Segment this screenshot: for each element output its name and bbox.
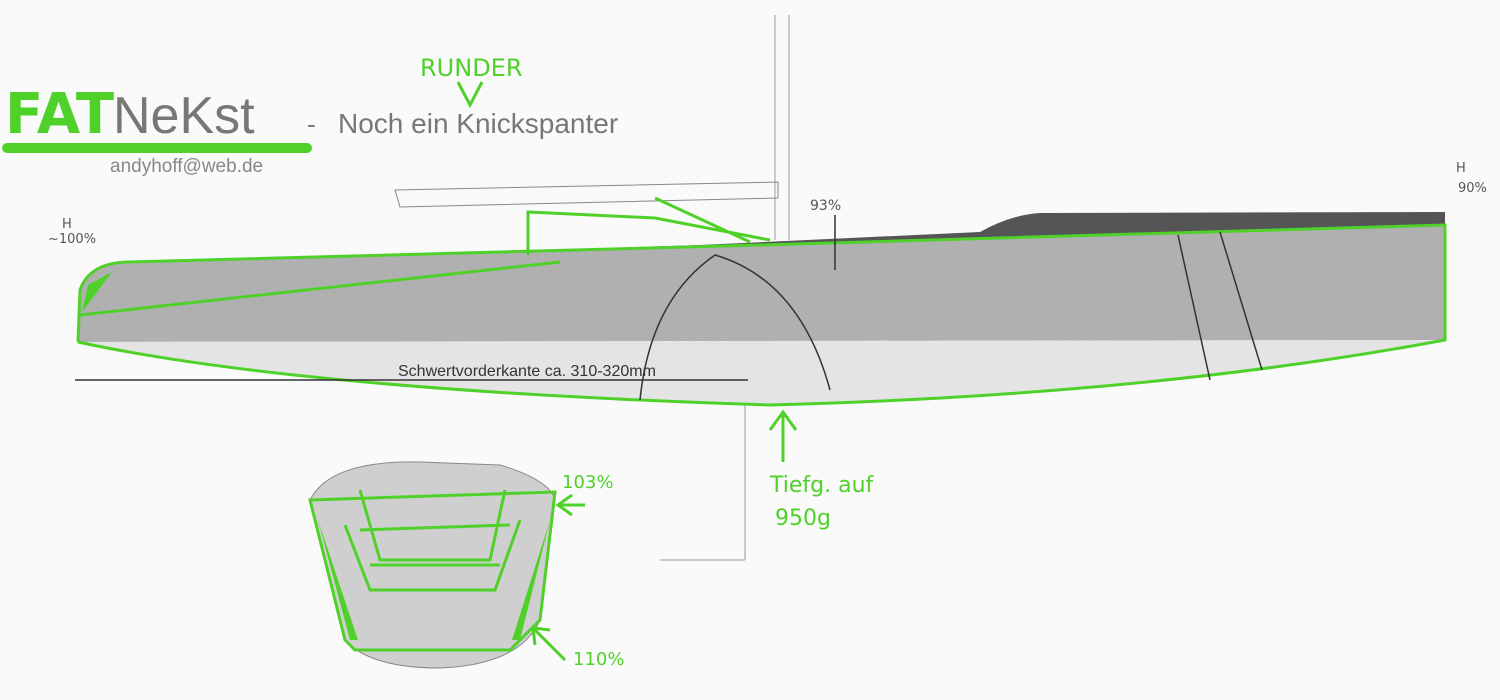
section-top-note: 103%: [562, 472, 613, 493]
section-view: [308, 461, 585, 669]
draft-note-line2: 950g: [775, 506, 831, 531]
deck: [100, 212, 1445, 265]
draft-note-line1: Tiefg. auf: [769, 473, 875, 498]
correction-caret: [456, 81, 484, 109]
bow-height-label: H: [62, 217, 72, 232]
chine-line: [79, 260, 561, 317]
bow-fill: [82, 272, 112, 312]
correction-runder: RUNDER: [420, 54, 523, 82]
stern-height-value: 90%: [1458, 181, 1487, 196]
logo-underline: [2, 143, 312, 153]
email: andyhoff@web.de: [110, 156, 263, 177]
boom: [394, 181, 779, 208]
draft-arrow: [768, 409, 798, 462]
logo-fat: FAT: [5, 82, 114, 147]
mid-height-value: 93%: [810, 198, 841, 214]
section-bottom-note: 110%: [573, 649, 624, 670]
centerboard-note: Schwertvorderkante ca. 310-320mm: [398, 363, 656, 380]
cockpit-outline: [526, 196, 771, 255]
title-dash: -: [307, 109, 316, 139]
subtitle: Noch ein Knickspanter: [338, 108, 618, 139]
pencil-lines: [75, 215, 1263, 401]
stern-height-label: H: [1456, 161, 1466, 176]
hull-bottom: [78, 340, 1445, 405]
hull-outline-green: [76, 223, 1447, 407]
bow-height-value: ~100%: [48, 232, 96, 247]
logo-nekst: NeKst: [113, 87, 255, 145]
